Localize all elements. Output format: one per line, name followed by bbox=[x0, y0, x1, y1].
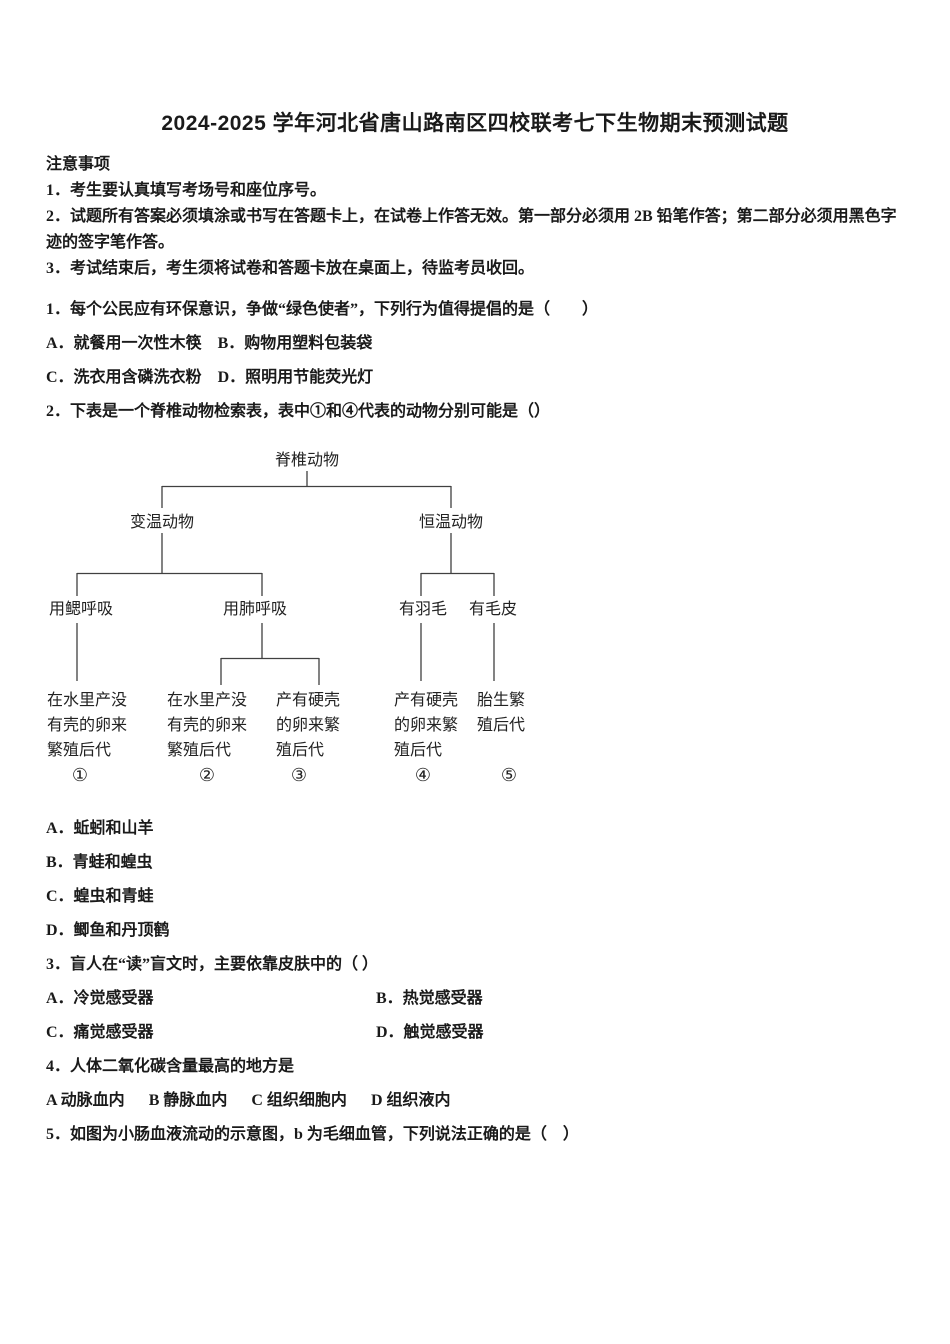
q3-option-a: A．冷觉感受器 bbox=[46, 990, 154, 1007]
notice-heading: 注意事项 bbox=[46, 156, 111, 173]
question-3-options-row-2: C．痛觉感受器 D．触觉感受器 bbox=[46, 1016, 904, 1050]
tree-node-lung-breathing: 用肺呼吸 bbox=[222, 601, 288, 618]
question-1-options-row-2: C．洗衣用含磷洗衣粉 D．照明用节能荧光灯 bbox=[46, 361, 904, 395]
question-5-stem: 5．如图为小肠血液流动的示意图，b 为毛细血管，下列说法正确的是（ ） bbox=[46, 1126, 579, 1143]
tree-leaf-5: 胎生繁 殖后代 bbox=[477, 692, 526, 734]
vertebrate-classification-tree: 脊椎动物 变温动物 恒温动物 用鳃呼吸 用肺呼吸 有羽毛 有毛皮 在水里产没 有… bbox=[46, 429, 904, 794]
q4-option-b: B 静脉血内 bbox=[148, 1092, 228, 1109]
tree-node-homeotherm: 恒温动物 bbox=[418, 514, 484, 531]
notice-section: 注意事项 1．考生要认真填写考场号和座位序号。 2．试题所有答案必须填涂或书写在… bbox=[46, 152, 904, 282]
q3-option-b: B．热觉感受器 bbox=[376, 990, 483, 1007]
notice-item-3: 3．考试结束后，考生须将试卷和答题卡放在桌面上，待监考员收回。 bbox=[46, 260, 535, 277]
tree-connector-lines bbox=[76, 471, 495, 685]
q2-option-a: A．蚯蚓和山羊 bbox=[46, 820, 154, 837]
tree-label-3: ③ bbox=[290, 765, 308, 785]
notice-item-2: 2．试题所有答案必须填涂或书写在答题卡上，在试卷上作答无效。第一部分必须用 2B… bbox=[46, 208, 897, 251]
exam-title: 2024-2025 学年河北省唐山路南区四校联考七下生物期末预测试题 bbox=[161, 112, 789, 135]
tree-leaf-3: 产有硬壳 的卵来繁 殖后代 bbox=[276, 692, 341, 759]
q3-option-c: C．痛觉感受器 bbox=[46, 1024, 154, 1041]
tree-node-root: 脊椎动物 bbox=[274, 452, 340, 469]
q2-option-d: D．鲫鱼和丹顶鹤 bbox=[46, 922, 170, 939]
exam-page: 2024-2025 学年河北省唐山路南区四校联考七下生物期末预测试题 注意事项 … bbox=[46, 112, 904, 1152]
tree-leaf-4: 产有硬壳 的卵来繁 殖后代 bbox=[394, 692, 459, 759]
tree-label-4: ④ bbox=[414, 765, 432, 785]
question-2-stem: 2．下表是一个脊椎动物检索表，表中①和④代表的动物分别可能是（） bbox=[46, 403, 551, 420]
q2-option-c: C．蝗虫和青蛙 bbox=[46, 888, 154, 905]
q2-option-b: B．青蛙和蝗虫 bbox=[46, 854, 153, 871]
question-3-options-row-1: A．冷觉感受器 B．热觉感受器 bbox=[46, 982, 904, 1016]
question-1-stem: 1．每个公民应有环保意识，争做“绿色使者”，下列行为值得提倡的是（ ） bbox=[46, 301, 599, 318]
notice-item-1: 1．考生要认真填写考场号和座位序号。 bbox=[46, 182, 327, 199]
tree-node-fur: 有毛皮 bbox=[468, 601, 518, 618]
q1-option-b: B．购物用塑料包装袋 bbox=[217, 335, 373, 352]
q1-option-a: A．就餐用一次性木筷 bbox=[46, 335, 202, 352]
question-3-stem: 3．盲人在“读”盲文时，主要依靠皮肤中的（ ） bbox=[46, 956, 379, 973]
q4-option-d: D 组织液内 bbox=[370, 1092, 451, 1109]
q4-option-a: A 动脉血内 bbox=[46, 1092, 125, 1109]
tree-leaf-2: 在水里产没 有壳的卵来 繁殖后代 bbox=[167, 692, 248, 759]
tree-node-poikilotherm: 变温动物 bbox=[129, 514, 195, 531]
q3-option-d: D．触觉感受器 bbox=[376, 1024, 484, 1041]
tree-node-gill-breathing: 用鳃呼吸 bbox=[48, 601, 114, 618]
tree-label-5: ⑤ bbox=[500, 765, 518, 785]
question-4-options: A 动脉血内 B 静脉血内 C 组织细胞内 D 组织液内 bbox=[46, 1084, 904, 1118]
questions-part-1: 1．每个公民应有环保意识，争做“绿色使者”，下列行为值得提倡的是（ ） A．就餐… bbox=[46, 293, 904, 429]
q1-option-d: D．照明用节能荧光灯 bbox=[217, 369, 374, 386]
questions-part-2: A．蚯蚓和山羊 B．青蛙和蝗虫 C．蝗虫和青蛙 D．鲫鱼和丹顶鹤 3．盲人在“读… bbox=[46, 812, 904, 1152]
question-4-stem: 4．人体二氧化碳含量最高的地方是 bbox=[46, 1058, 295, 1075]
tree-label-2: ② bbox=[198, 765, 216, 785]
q4-option-c: C 组织细胞内 bbox=[251, 1092, 347, 1109]
tree-leaf-1: 在水里产没 有壳的卵来 繁殖后代 bbox=[47, 692, 128, 759]
question-1-options-row-1: A．就餐用一次性木筷 B．购物用塑料包装袋 bbox=[46, 327, 904, 361]
tree-node-feathers: 有羽毛 bbox=[398, 601, 448, 618]
q1-option-c: C．洗衣用含磷洗衣粉 bbox=[46, 369, 202, 386]
tree-label-1: ① bbox=[71, 765, 89, 785]
